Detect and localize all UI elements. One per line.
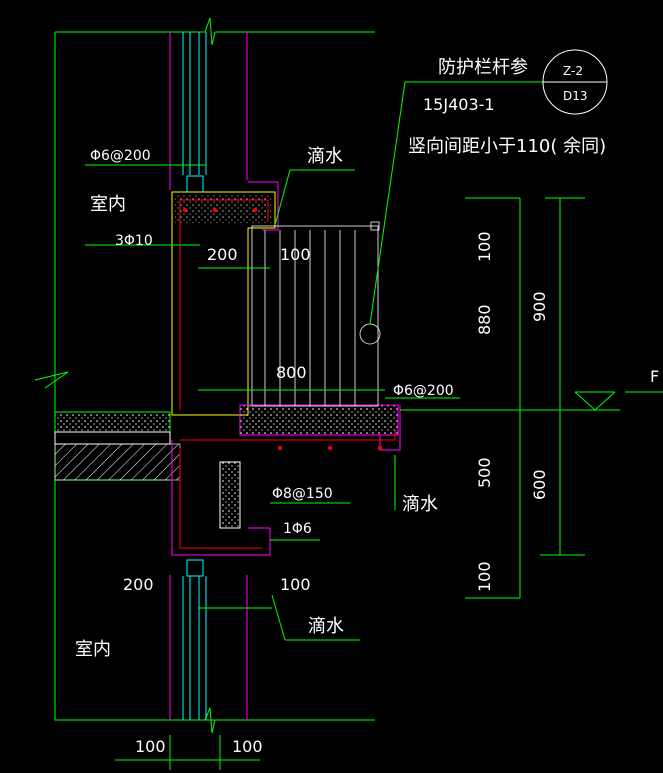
vdim-880: 880 [475,304,494,335]
dim-100-lower: 100 [280,575,311,594]
drip-label-3: 滴水 [308,616,344,637]
annotations: 防护栏杆参 15J403-1 竖向间距小于110( 余同) Φ6@200 滴水 … [75,57,659,756]
dim-100-bottom-left: 100 [135,737,166,756]
detail-top-label: Z-2 [563,64,583,78]
detail-index-circle: Z-2 D13 [542,49,608,115]
axis-lines [169,32,248,720]
detail-bottom-label: D13 [563,89,588,103]
window-frame [182,32,207,720]
vertical-dimensions: 100 880 900 500 600 100 [475,231,549,592]
vdim-900: 900 [530,291,549,322]
drip-label-2: 滴水 [402,494,438,515]
guardrail [251,221,381,407]
drip-label-1: 滴水 [307,146,343,167]
room-upper-label: 室内 [90,194,126,215]
balcony-slab [171,404,401,556]
dim-200-upper: 200 [207,245,238,264]
spacing-note: 竖向间距小于110( 余同) [408,136,606,157]
rebar-main-label: 3Φ10 [115,233,153,249]
vdim-100-bottom: 100 [475,561,494,592]
rebar-small-label: 1Φ6 [283,521,312,537]
rebar-top-label: Φ6@200 [90,148,151,164]
dim-800: 800 [276,363,307,382]
rebar-lower-label: Φ8@150 [272,486,333,502]
vdim-500: 500 [475,457,494,488]
guardrail-reference: 防护栏杆参 [438,57,528,78]
dim-200-lower: 200 [123,575,154,594]
room-lower-label: 室内 [75,639,111,660]
vdim-100-top: 100 [475,231,494,262]
floor-slab [54,411,181,481]
atlas-reference: 15J403-1 [423,95,495,114]
rebar-slab-label: Φ6@200 [393,383,454,399]
edge-fragment: F [650,367,659,386]
vdim-600: 600 [530,469,549,500]
dim-100-upper: 100 [280,245,311,264]
dimension-lines [85,81,663,770]
upper-beam [171,181,279,416]
dim-100-bottom-right: 100 [232,737,263,756]
